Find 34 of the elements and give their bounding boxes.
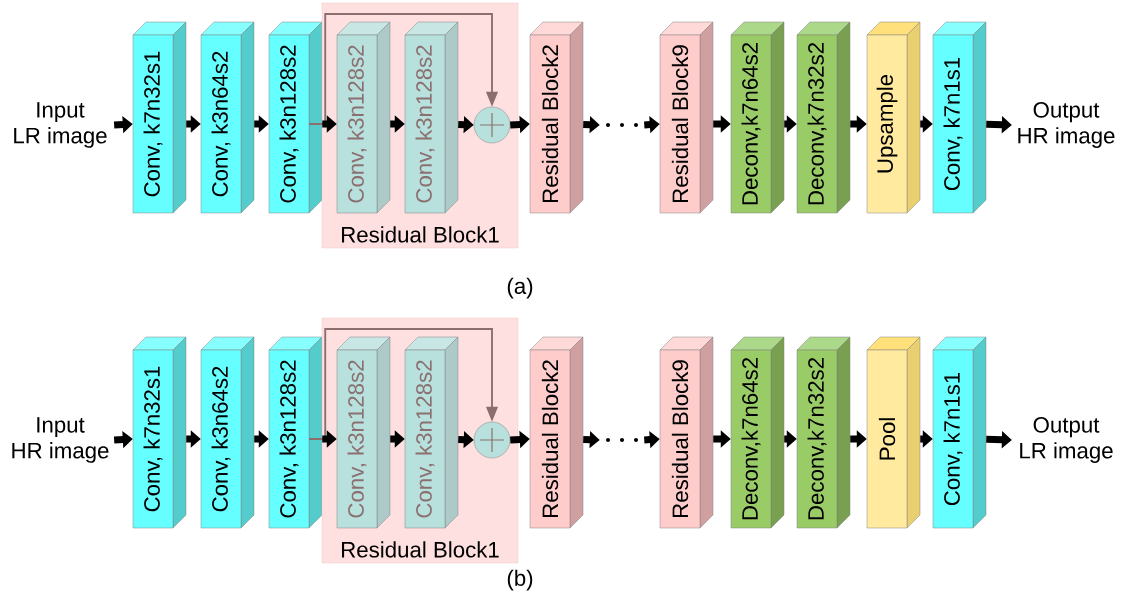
arrow: [308, 13, 499, 125]
io-label: Input HR image: [12, 417, 109, 463]
layer-block: Residual Block9: [659, 21, 714, 214]
layer-block: Residual Block9: [659, 336, 714, 529]
io-label: Input LR image: [14, 102, 107, 148]
layer-block: Conv, k7n1s1: [932, 21, 987, 214]
ellipsis-dots: [606, 123, 638, 127]
io-label: Output LR image: [1020, 417, 1113, 463]
arrow: [308, 328, 499, 440]
layer-block: Conv, k3n64s2: [200, 21, 255, 214]
io-label: Output HR image: [1018, 102, 1115, 148]
panel-caption: (a): [507, 277, 533, 299]
sum-circle: [473, 106, 511, 144]
panel-caption: (b): [507, 569, 533, 591]
layer-block: Upsample: [866, 21, 921, 214]
layer-block: Deconv,k7n32s2: [796, 21, 851, 214]
layer-block: Deconv,k7n32s2: [796, 336, 851, 529]
layer-block: Deconv,k7n64s2: [730, 21, 785, 214]
ellipsis-dots: [606, 438, 638, 442]
layer-block: Conv, k7n32s1: [132, 336, 187, 529]
layer-block: Residual Block2: [529, 21, 584, 214]
layer-block: Conv, k3n128s2: [404, 21, 459, 214]
sum-circle: [473, 421, 511, 459]
layer-block: Conv, k3n128s2: [336, 336, 391, 529]
layer-block: Residual Block2: [529, 336, 584, 529]
layer-block: Conv, k7n1s1: [932, 336, 987, 529]
layer-block: Conv, k7n32s1: [132, 21, 187, 214]
layer-block: Deconv,k7n64s2: [730, 336, 785, 529]
layer-block: Conv, k3n64s2: [200, 336, 255, 529]
layer-block: Conv, k3n128s2: [404, 336, 459, 529]
layer-block: Conv, k3n128s2: [268, 336, 323, 529]
layer-block: Pool: [866, 336, 921, 529]
layer-block: Conv, k3n128s2: [336, 21, 391, 214]
layer-block: Conv, k3n128s2: [268, 21, 323, 214]
